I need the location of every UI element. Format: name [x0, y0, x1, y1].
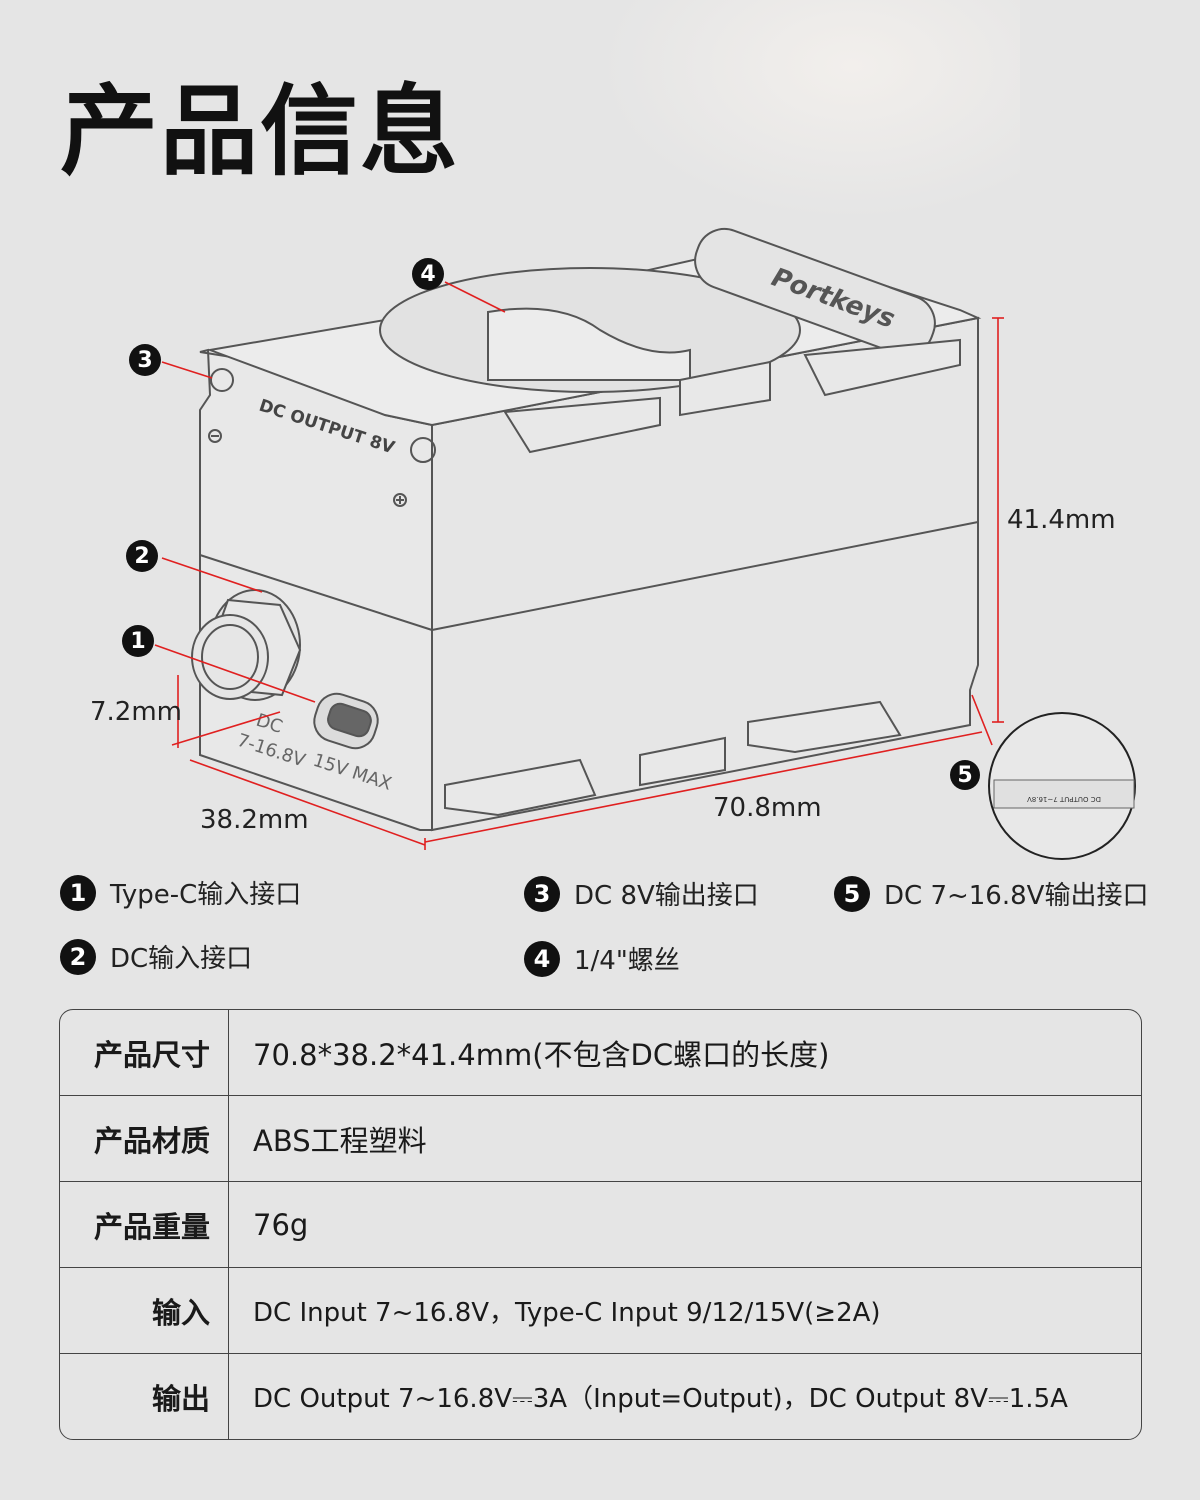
callout-4: 4 — [412, 258, 444, 290]
dim-port: 7.2mm — [90, 697, 183, 727]
logo-plate — [694, 227, 936, 357]
dim-length: 70.8mm — [713, 793, 822, 823]
dim-width: 38.2mm — [200, 805, 309, 835]
callout-1: 1 — [122, 625, 154, 657]
dim-height: 41.4mm — [1007, 505, 1116, 535]
page-title: 产品信息 — [60, 75, 461, 189]
callout-5: 5 — [950, 760, 980, 790]
background-glow — [600, 0, 1020, 220]
callout-3: 3 — [129, 344, 161, 376]
callout-2: 2 — [126, 540, 158, 572]
seam — [431, 521, 979, 631]
screw-bar — [487, 307, 691, 381]
seam — [199, 554, 433, 631]
product-drawing: Portkeys DC OUTPUT 8V DC 7-16.8V 15V MAX — [154, 227, 1136, 860]
svg-text:DC OUTPUT 7~16.8V: DC OUTPUT 7~16.8V — [1027, 795, 1101, 803]
